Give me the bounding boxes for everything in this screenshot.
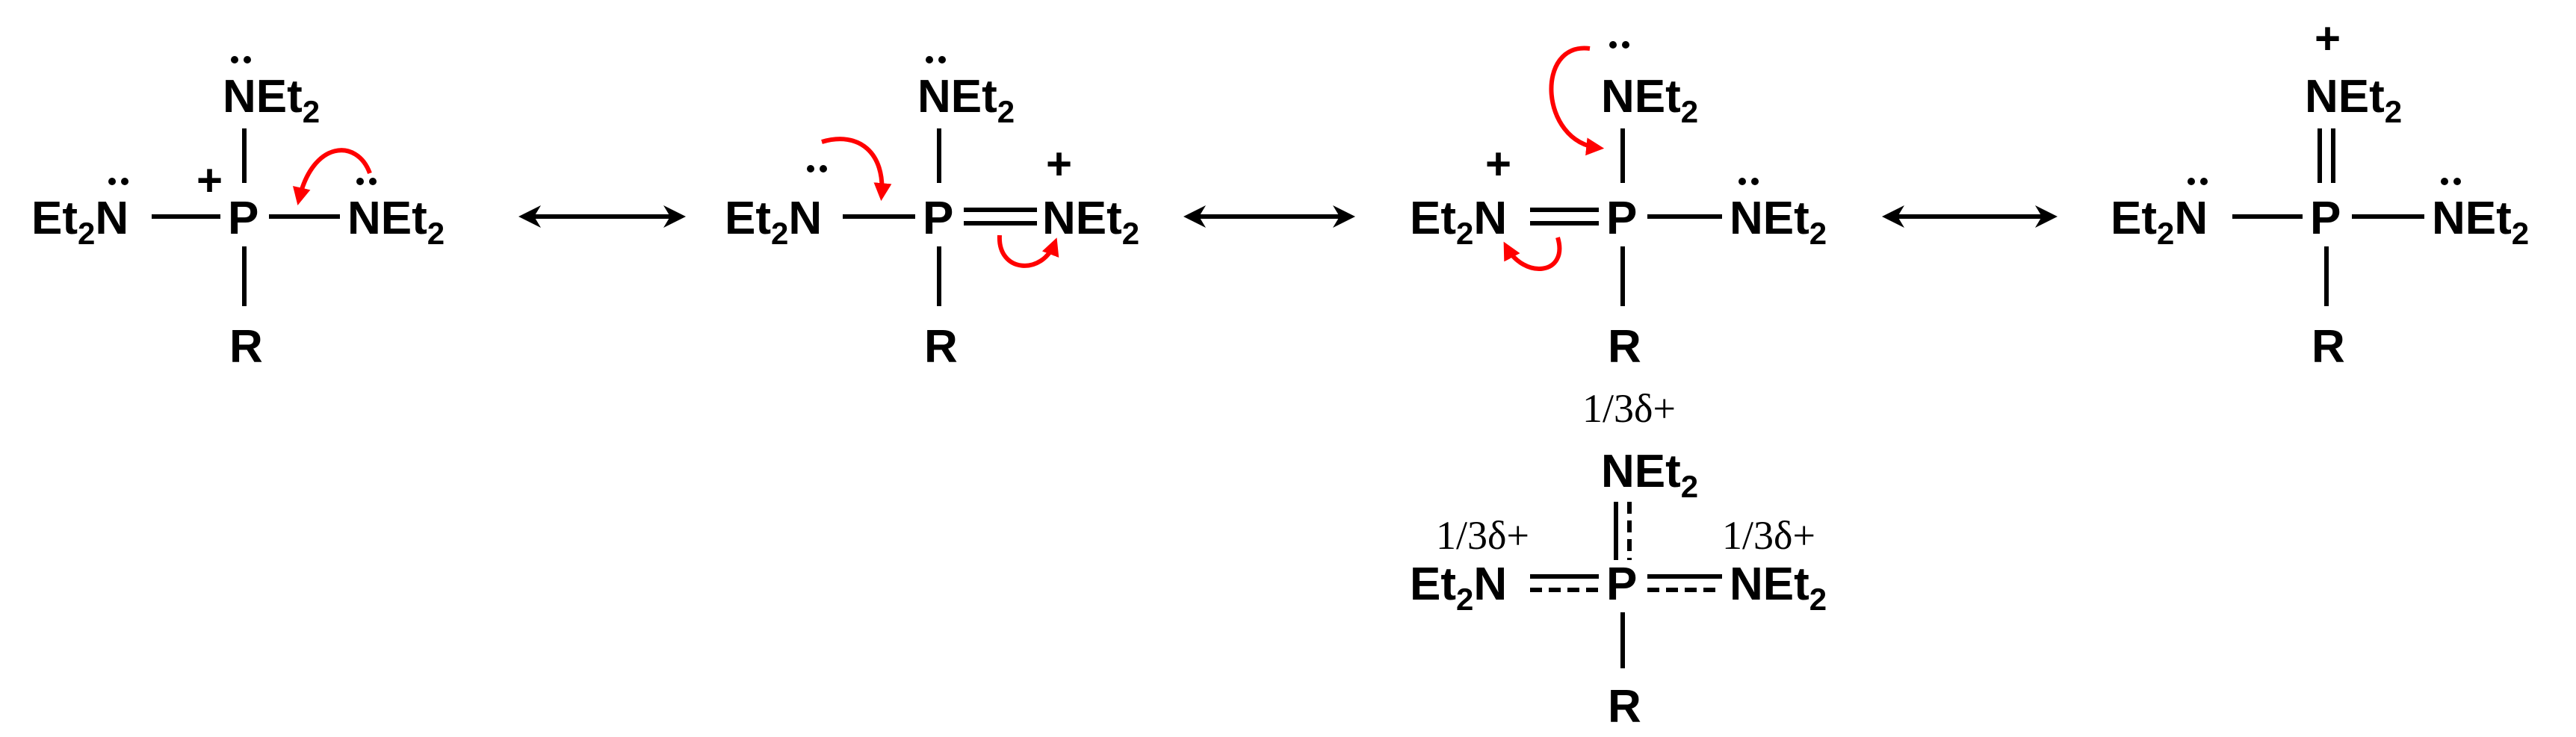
partial-charge-top: 1/3δ+ (1582, 386, 1676, 431)
et2n-group: Et2N (31, 193, 129, 251)
lone-pair-dots-icon (369, 178, 377, 185)
et2n-group: Et2N (2111, 193, 2208, 251)
net2-group-top: NEt2 (2305, 71, 2402, 129)
iminium-charge: + (1046, 139, 1072, 189)
et2n-group: Et2N (725, 193, 822, 251)
lone-pair-dots-icon (807, 165, 814, 172)
iminium-charge: + (2315, 13, 2341, 63)
phosphorus-atom: P (228, 193, 258, 244)
lone-pair-dots-icon (1609, 41, 1617, 49)
lone-pair-dots-icon (2200, 178, 2208, 185)
resonance-structure-4: Et2N P + NEt2 NEt2 R (2111, 13, 2529, 373)
lone-pair-dots-icon (244, 56, 251, 63)
iminium-charge: + (1485, 139, 1511, 189)
curved-arrow-icon (1503, 237, 1562, 271)
curved-arrow-icon (292, 148, 372, 206)
r-group: R (2312, 321, 2345, 373)
net2-group-top: NEt2 (917, 71, 1015, 129)
r-group: R (229, 321, 263, 373)
net2-group-top: NEt2 (223, 71, 320, 129)
phosphorus-atom: P (1606, 193, 1637, 244)
resonance-structure-3: + Et2N P NEt2 NEt2 R (1410, 41, 1827, 373)
lone-pair-dots-icon (1751, 178, 1759, 185)
net2-group-top: NEt2 (1601, 446, 1698, 504)
phosphorus-atom: P (1606, 559, 1637, 610)
lone-pair-dots-icon (231, 56, 238, 63)
et2n-group: Et2N (1410, 193, 1507, 251)
lone-pair-dots-icon (1622, 41, 1629, 49)
lone-pair-dots-icon (938, 56, 946, 63)
curved-arrow-icon (1549, 46, 1605, 156)
resonance-structure-2: Et2N P NEt2 + NEt2 R (725, 56, 1139, 373)
lone-pair-dots-icon (2453, 178, 2461, 185)
phosphorus-atom: P (923, 193, 953, 244)
lone-pair-dots-icon (1739, 178, 1746, 185)
phosphorus-atom: P (2310, 193, 2341, 244)
partial-charge-right: 1/3δ+ (1722, 513, 1815, 558)
resonance-hybrid: 1/3δ+ NEt2 1/3δ+ 1/3δ+ Et2N P NEt2 R (1410, 386, 1827, 733)
lone-pair-dots-icon (356, 178, 364, 185)
lone-pair-dots-icon (926, 56, 933, 63)
r-group: R (924, 321, 958, 373)
net2-group-right: NEt2 (1730, 559, 1827, 617)
partial-charge-left: 1/3δ+ (1436, 513, 1529, 558)
lone-pair-dots-icon (121, 178, 129, 185)
lone-pair-dots-icon (108, 178, 116, 185)
resonance-structure-1: Et2N + P NEt2 NEt2 R (31, 56, 445, 373)
net2-group-right: NEt2 (1042, 193, 1139, 251)
r-group: R (1608, 321, 1641, 373)
lone-pair-dots-icon (2441, 178, 2448, 185)
lone-pair-dots-icon (820, 165, 827, 172)
net2-group-right: NEt2 (2432, 193, 2529, 251)
lone-pair-dots-icon (2188, 178, 2195, 185)
curved-arrow-icon (997, 234, 1059, 268)
net2-group-right: NEt2 (1730, 193, 1827, 251)
r-group: R (1608, 681, 1641, 733)
et2n-group: Et2N (1410, 559, 1507, 617)
curved-arrow-icon (821, 137, 892, 202)
net2-group-top: NEt2 (1601, 71, 1698, 129)
net2-group-right: NEt2 (347, 193, 445, 251)
phosphonium-charge: + (196, 155, 223, 205)
